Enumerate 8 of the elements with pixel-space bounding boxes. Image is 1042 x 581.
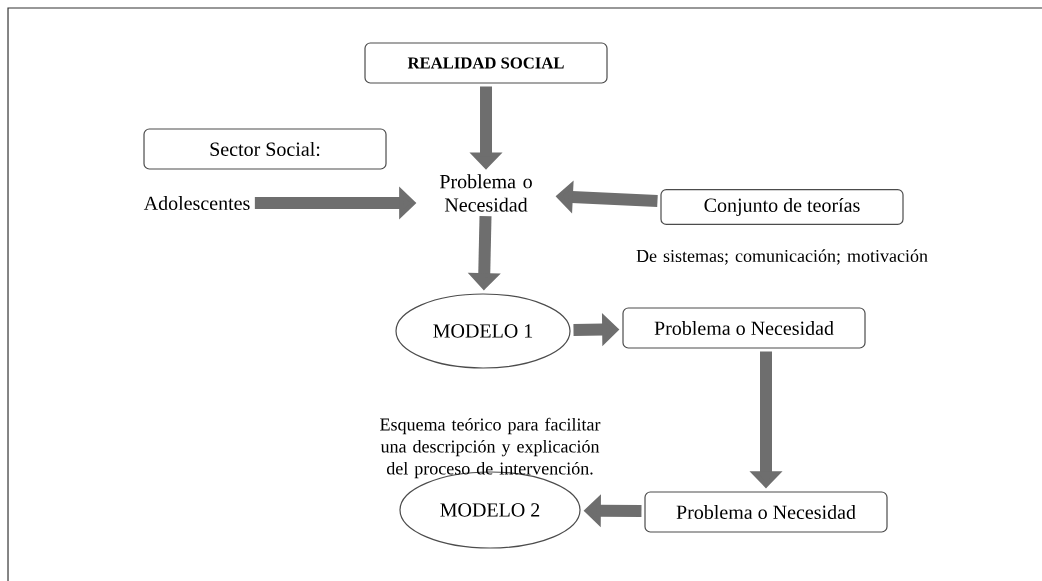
central-text: Problema o Necesidad xyxy=(439,174,532,212)
theory-box: Conjunto de teorías xyxy=(660,188,904,226)
title-box: REALIDAD SOCIAL xyxy=(364,42,608,84)
problem-box: Problema o Necesidad xyxy=(622,307,866,349)
problem-box: Problema o Necesidad xyxy=(644,491,888,533)
description-text: De sistemas; comunicación; motivación xyxy=(636,249,928,265)
category-box: Sector Social: xyxy=(143,128,387,170)
category-text: Adolescentes xyxy=(143,195,250,210)
